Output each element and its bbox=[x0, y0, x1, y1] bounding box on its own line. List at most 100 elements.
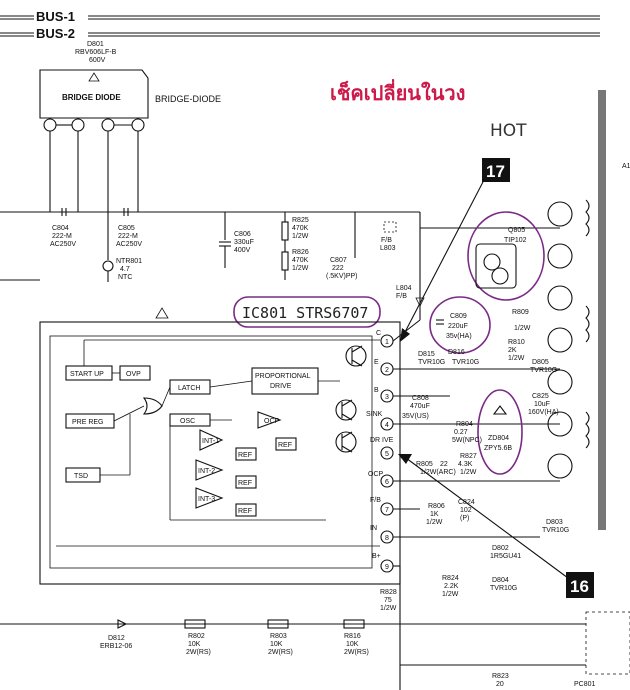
svg-text:D803: D803 bbox=[546, 519, 563, 526]
svg-text:C: C bbox=[376, 330, 381, 337]
svg-text:3: 3 bbox=[385, 394, 389, 401]
svg-text:D805: D805 bbox=[532, 359, 549, 366]
svg-text:OCP: OCP bbox=[264, 418, 280, 425]
l804-ferrite: L804 F/B bbox=[396, 285, 425, 307]
svg-text:A1: A1 bbox=[622, 163, 630, 170]
right-wiring bbox=[0, 227, 586, 690]
svg-text:330uF: 330uF bbox=[234, 239, 254, 246]
svg-text:400V: 400V bbox=[234, 247, 251, 254]
svg-text:(.5KV)PP): (.5KV)PP) bbox=[326, 273, 358, 280]
svg-text:AC250V: AC250V bbox=[116, 241, 142, 248]
svg-text:R823: R823 bbox=[492, 673, 509, 680]
svg-text:1/2W: 1/2W bbox=[292, 233, 309, 240]
svg-text:REF: REF bbox=[278, 442, 292, 449]
svg-text:0.27: 0.27 bbox=[454, 429, 468, 436]
svg-text:TVR10G: TVR10G bbox=[542, 527, 569, 534]
svg-text:REF: REF bbox=[238, 480, 252, 487]
svg-text:R802: R802 bbox=[188, 633, 205, 640]
l803-ferrite: F/B L803 bbox=[380, 221, 397, 252]
svg-text:1/2W: 1/2W bbox=[380, 605, 397, 612]
svg-text:B: B bbox=[374, 387, 379, 394]
svg-text:1/2W: 1/2W bbox=[460, 469, 477, 476]
svg-text:R825: R825 bbox=[292, 217, 309, 224]
svg-text:F/B: F/B bbox=[381, 237, 392, 244]
bridge-diode: D801 RBV606LF-B 600V BRIDGE DIODE BRIDGE… bbox=[39, 41, 221, 260]
svg-text:PC801: PC801 bbox=[574, 681, 596, 688]
svg-text:ZD804: ZD804 bbox=[488, 435, 509, 442]
hot-label: HOT bbox=[490, 121, 527, 141]
svg-text:17: 17 bbox=[486, 162, 505, 181]
svg-text:2W(RS): 2W(RS) bbox=[344, 649, 369, 656]
svg-text:E: E bbox=[374, 359, 379, 366]
bridge-ref: D801 bbox=[87, 41, 104, 48]
warning-icon bbox=[155, 307, 169, 319]
svg-text:D812: D812 bbox=[108, 635, 125, 642]
svg-text:REF: REF bbox=[238, 508, 252, 515]
svg-text:D804: D804 bbox=[492, 577, 509, 584]
svg-text:OSC: OSC bbox=[180, 418, 195, 425]
bridge-outer-label: BRIDGE-DIODE bbox=[155, 94, 221, 104]
ic-blocks: START UP OVP LATCH PROPORTIONAL DRIVE PR… bbox=[56, 339, 380, 547]
svg-text:35v(HA): 35v(HA) bbox=[446, 333, 472, 340]
svg-text:160V(HA): 160V(HA) bbox=[528, 409, 559, 416]
svg-text:222: 222 bbox=[332, 265, 344, 272]
svg-text:LATCH: LATCH bbox=[178, 385, 200, 392]
svg-text:R828: R828 bbox=[380, 589, 397, 596]
svg-text:20: 20 bbox=[496, 681, 504, 688]
svg-text:(P): (P) bbox=[460, 515, 469, 522]
svg-text:222-M: 222-M bbox=[118, 233, 138, 240]
svg-text:R809: R809 bbox=[512, 309, 529, 316]
svg-text:10K: 10K bbox=[188, 641, 201, 648]
transformer-coils bbox=[547, 90, 630, 675]
bridge-part: RBV606LF-B bbox=[75, 49, 117, 56]
ic-outline bbox=[39, 321, 401, 585]
thai-annotation: เช็คเปลี่ยนในวง bbox=[330, 78, 465, 105]
svg-text:75: 75 bbox=[384, 597, 392, 604]
svg-text:C825: C825 bbox=[532, 393, 549, 400]
svg-text:4.3K: 4.3K bbox=[458, 461, 473, 468]
svg-text:C808: C808 bbox=[412, 395, 429, 402]
svg-text:ZPY5.6B: ZPY5.6B bbox=[484, 445, 512, 452]
svg-text:B+: B+ bbox=[372, 553, 381, 560]
svg-text:5W(NPC): 5W(NPC) bbox=[452, 437, 482, 444]
svg-text:35V(US): 35V(US) bbox=[402, 413, 429, 420]
svg-text:R827: R827 bbox=[460, 453, 477, 460]
svg-text:22: 22 bbox=[440, 461, 448, 468]
svg-text:Q805: Q805 bbox=[508, 227, 525, 234]
svg-text:10K: 10K bbox=[346, 641, 359, 648]
svg-text:START UP: START UP bbox=[70, 371, 104, 378]
svg-text:INT-3: INT-3 bbox=[198, 496, 215, 503]
ic801-label: IC801 STRS6707 bbox=[242, 304, 368, 322]
c809-capacitor: C809 220uF 35v(HA) bbox=[429, 296, 491, 354]
svg-text:R805: R805 bbox=[416, 461, 433, 468]
svg-text:INT-1: INT-1 bbox=[202, 438, 219, 445]
svg-text:TVR10G: TVR10G bbox=[452, 359, 479, 366]
svg-text:OCP: OCP bbox=[368, 471, 384, 478]
bus2-label: BUS-2 bbox=[36, 26, 75, 41]
svg-text:R806: R806 bbox=[428, 503, 445, 510]
svg-text:6: 6 bbox=[385, 479, 389, 486]
svg-text:2K: 2K bbox=[508, 347, 517, 354]
svg-text:16: 16 bbox=[570, 577, 589, 596]
svg-text:D802: D802 bbox=[492, 545, 509, 552]
svg-text:5: 5 bbox=[385, 451, 389, 458]
svg-text:PRE REG: PRE REG bbox=[72, 419, 104, 426]
svg-text:ERB12-06: ERB12-06 bbox=[100, 643, 132, 650]
svg-text:1K: 1K bbox=[430, 511, 439, 518]
bus1-label: BUS-1 bbox=[36, 9, 75, 24]
svg-text:2: 2 bbox=[385, 367, 389, 374]
bridge-volt: 600V bbox=[89, 57, 106, 64]
svg-text:222-M: 222-M bbox=[52, 233, 72, 240]
ntr801-thermistor: NTR801 4.7 NTC bbox=[102, 258, 142, 282]
svg-text:9: 9 bbox=[385, 564, 389, 571]
svg-text:F/B: F/B bbox=[396, 293, 407, 300]
svg-text:TIP102: TIP102 bbox=[504, 237, 527, 244]
svg-text:4: 4 bbox=[385, 422, 389, 429]
svg-text:8: 8 bbox=[385, 535, 389, 542]
c805-capacitor: C805 222-M AC250V bbox=[116, 208, 142, 248]
svg-text:2W(RS): 2W(RS) bbox=[268, 649, 293, 656]
svg-text:D815: D815 bbox=[418, 351, 435, 358]
svg-text:C806: C806 bbox=[234, 231, 251, 238]
